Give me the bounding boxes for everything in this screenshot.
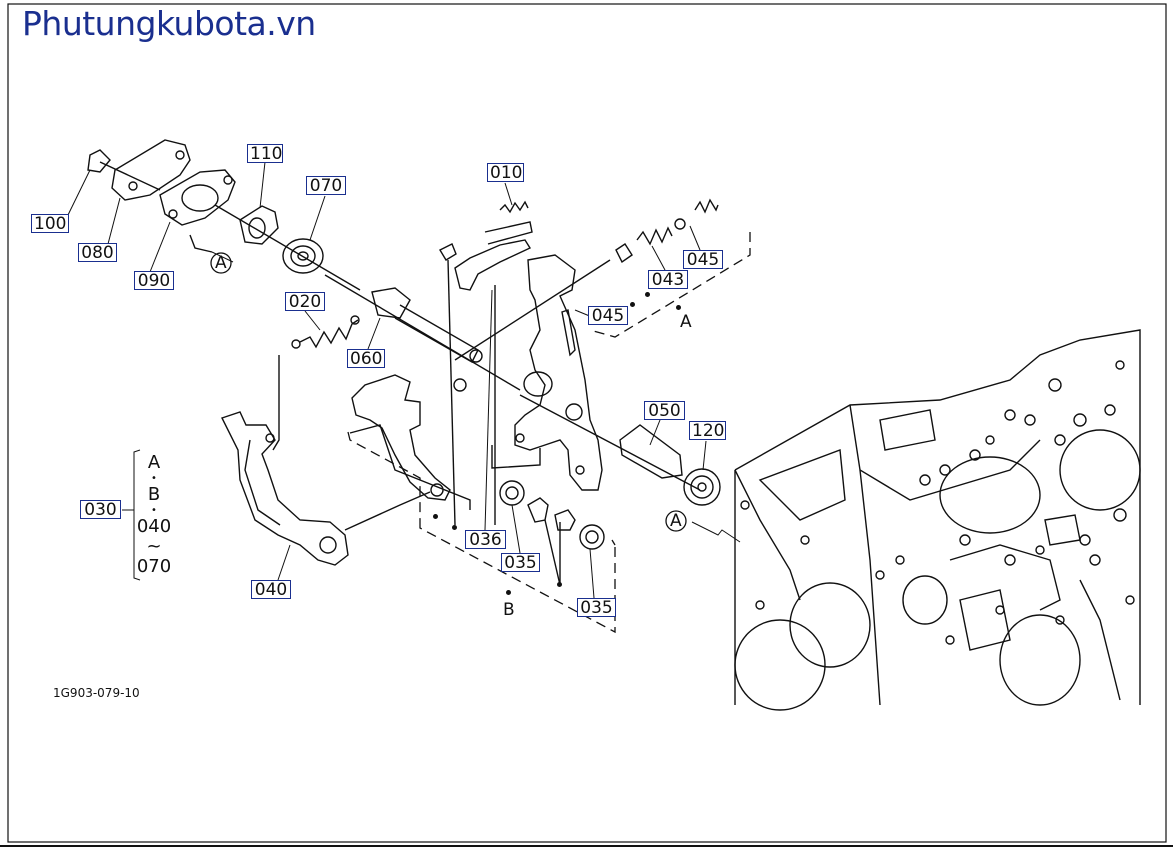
- assembly-group-outlines: [347, 232, 751, 634]
- reference-dot: [433, 514, 438, 519]
- site-title: Phutungkubota.vn: [22, 4, 316, 43]
- group-item: A: [147, 452, 161, 473]
- callout-040[interactable]: 040: [251, 580, 291, 600]
- callout-010[interactable]: 010: [487, 163, 524, 183]
- callout-045-upper[interactable]: 045: [683, 250, 723, 270]
- callout-080[interactable]: 080: [78, 243, 117, 263]
- reference-dot: [630, 302, 635, 307]
- reference-circle-a-left: A: [215, 253, 227, 273]
- diagram-code: 1G903-079-10: [53, 686, 140, 700]
- cover-and-bearings-drawing: [87, 139, 361, 291]
- reference-circles: [210, 252, 687, 532]
- callout-043[interactable]: 043: [648, 270, 688, 290]
- group-030-list: A • B • 040 ~ 070: [134, 452, 174, 578]
- reference-circle-a-right: A: [670, 511, 682, 531]
- governor-lever-drawing: [221, 411, 431, 566]
- group-separator-dot: •: [151, 505, 157, 516]
- page-border: [0, 3, 1173, 847]
- callout-leader-lines: [67, 161, 741, 599]
- reference-dot: [645, 292, 650, 297]
- callout-090[interactable]: 090: [134, 271, 174, 291]
- callout-020[interactable]: 020: [285, 292, 325, 312]
- callout-030[interactable]: 030: [80, 500, 121, 520]
- engine-block-drawing: [734, 329, 1141, 711]
- group-item: 040: [136, 516, 172, 537]
- callout-100[interactable]: 100: [31, 214, 69, 234]
- callout-060[interactable]: 060: [347, 349, 385, 369]
- callout-035-right[interactable]: 035: [577, 598, 616, 618]
- reference-letter-b: B: [503, 600, 515, 620]
- callout-120[interactable]: 120: [689, 421, 726, 441]
- callout-050[interactable]: 050: [644, 401, 685, 421]
- callout-036[interactable]: 036: [465, 530, 506, 550]
- reference-dot: [557, 582, 562, 587]
- callout-035-left[interactable]: 035: [501, 553, 540, 573]
- reference-dot: [452, 525, 457, 530]
- group-item: B: [147, 484, 161, 505]
- group-item: 070: [136, 556, 172, 577]
- callout-070[interactable]: 070: [306, 176, 346, 196]
- bushings-and-pins-drawing: [499, 424, 721, 586]
- reference-letter-a: A: [680, 312, 692, 332]
- shaft-and-spring-drawing: [272, 274, 521, 451]
- lever-arm-drawing: [349, 198, 719, 526]
- callout-110[interactable]: 110: [247, 144, 283, 164]
- callout-045-lower[interactable]: 045: [588, 306, 628, 326]
- group-item: ~: [146, 536, 162, 557]
- reference-dot-b: [506, 590, 511, 595]
- reference-dot-a: [676, 305, 681, 310]
- group-separator-dot: •: [151, 473, 157, 484]
